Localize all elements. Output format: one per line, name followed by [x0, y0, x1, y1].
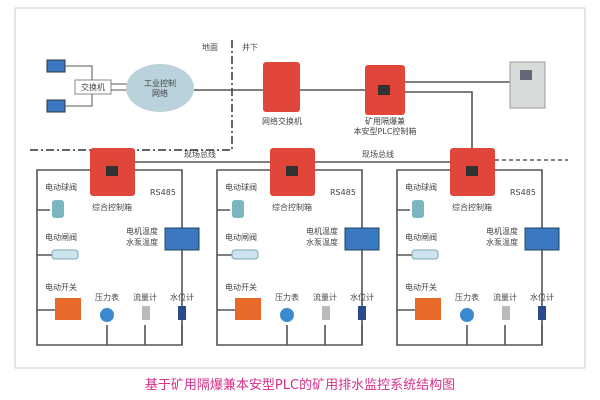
ball-valve-icon — [232, 200, 244, 218]
rs485-label: RS485 — [510, 188, 536, 197]
gate-valve-label: 电动闸阀 — [45, 232, 77, 242]
diagram-caption: 基于矿用隔爆兼本安型PLC的矿用排水监控系统结构图 — [144, 378, 456, 393]
pressure-label: 压力表 — [95, 292, 119, 302]
level-label: 水位计 — [350, 292, 374, 302]
pressure-gauge-icon — [280, 308, 294, 322]
flow-meter-icon — [502, 306, 510, 320]
pressure-gauge-icon — [460, 308, 474, 322]
water-level-icon — [538, 306, 546, 320]
water-level-icon — [358, 306, 366, 320]
computer-icon — [46, 59, 66, 73]
temp-label: 水泵温度 — [126, 237, 158, 247]
switch-label: 电动开关 — [405, 282, 437, 292]
surface-area: 交换机 工业控制 网络 地面 井下 — [30, 40, 258, 151]
ball-valve-label: 电动球阀 — [405, 182, 437, 192]
operator-console — [509, 61, 546, 109]
ball-valve-label: 电动球阀 — [225, 182, 257, 192]
temperature-monitor — [524, 227, 560, 251]
switch-box — [74, 79, 112, 95]
plc-label: 矿用隔爆兼 — [365, 116, 405, 126]
temp-label: 水泵温度 — [486, 237, 518, 247]
controller-label: 综合控制箱 — [272, 202, 312, 212]
temperature-monitor — [344, 227, 380, 251]
electric-switch-icon — [235, 298, 261, 320]
pressure-label: 压力表 — [455, 292, 479, 302]
gate-valve-icon — [51, 249, 79, 260]
flow-meter-icon — [142, 306, 150, 320]
rs485-label: RS485 — [150, 188, 176, 197]
network-switch-box — [263, 62, 300, 112]
flow-label: 流量计 — [493, 292, 517, 302]
diagram-border — [14, 7, 586, 369]
pressure-label: 压力表 — [275, 292, 299, 302]
gate-valve-label: 电动闸阀 — [405, 232, 437, 242]
switch-label: 电动开关 — [225, 282, 257, 292]
temp-label: 电机温度 — [486, 226, 518, 236]
water-level-icon — [178, 306, 186, 320]
ball-valve-icon — [52, 200, 64, 218]
underground-label: 井下 — [242, 42, 258, 52]
flow-label: 流量计 — [133, 292, 157, 302]
electric-switch-icon — [55, 298, 81, 320]
level-label: 水位计 — [170, 292, 194, 302]
switch-label: 交换机 — [81, 82, 105, 92]
bus-label: 现场总线 — [184, 149, 216, 159]
gate-valve-label: 电动闸阀 — [225, 232, 257, 242]
cloud-icon — [126, 64, 194, 112]
cloud-label: 网络 — [152, 88, 168, 98]
flow-meter-icon — [322, 306, 330, 320]
plc-label: 本安型PLC控制箱 — [354, 126, 417, 136]
bus-label: 现场总线 — [362, 149, 394, 159]
temperature-monitor — [164, 227, 200, 251]
flow-label: 流量计 — [313, 292, 337, 302]
cloud-label: 工业控制 — [144, 78, 176, 88]
gate-valve-icon — [411, 249, 439, 260]
level-label: 水位计 — [530, 292, 554, 302]
electric-switch-icon — [415, 298, 441, 320]
computer-icon — [46, 99, 66, 113]
ball-valve-icon — [412, 200, 424, 218]
switch-label: 电动开关 — [45, 282, 77, 292]
ball-valve-label: 电动球阀 — [45, 182, 77, 192]
net-switch-label: 网络交换机 — [262, 116, 302, 126]
ground-label: 地面 — [202, 42, 218, 52]
controller-label: 综合控制箱 — [452, 202, 492, 212]
temp-label: 电机温度 — [306, 226, 338, 236]
temp-label: 电机温度 — [126, 226, 158, 236]
controller-label: 综合控制箱 — [92, 202, 132, 212]
temp-label: 水泵温度 — [306, 237, 338, 247]
gate-valve-icon — [231, 249, 259, 260]
rs485-label: RS485 — [330, 188, 356, 197]
pressure-gauge-icon — [100, 308, 114, 322]
